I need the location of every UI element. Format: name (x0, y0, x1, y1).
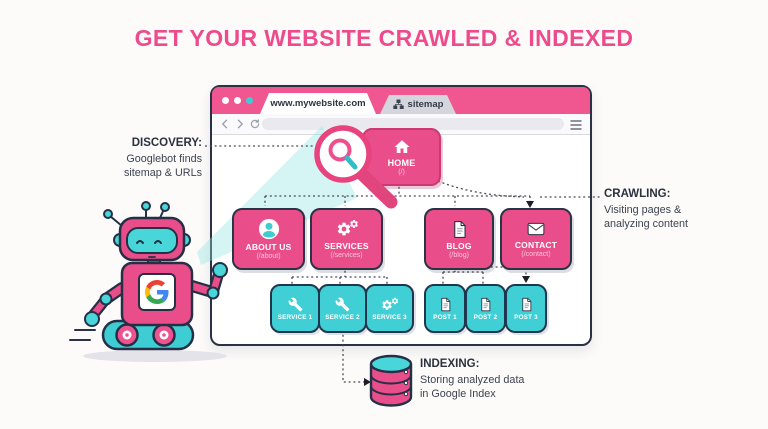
node-label: POST 2 (473, 313, 498, 321)
discovery-line1: Googlebot finds (126, 152, 202, 165)
node-label: HOME (387, 158, 416, 168)
window-dot-3[interactable] (246, 97, 253, 104)
back-icon[interactable] (219, 118, 231, 130)
google-g-logo (145, 280, 169, 304)
house-icon (393, 138, 411, 156)
crawling-line1: Visiting pages & (604, 203, 682, 216)
indexing-line2: in Google Index (420, 388, 496, 401)
node-label: SERVICES (324, 241, 369, 251)
tab-sitemap-label: sitemap (407, 99, 444, 110)
indexing-line1: Storing analyzed data (420, 373, 525, 386)
document-icon (519, 297, 534, 312)
discovery-line2: sitemap & URLs (123, 167, 202, 180)
crawling-line2: analyzing content (604, 218, 689, 231)
sitemap-node-post3[interactable]: POST 3 (505, 284, 547, 333)
window-dot-1[interactable] (222, 97, 229, 104)
sitemap-node-contact[interactable]: CONTACT (/contact) (500, 208, 572, 270)
node-label: CONTACT (514, 240, 558, 250)
database-icon (369, 354, 413, 407)
crawling-label: CRAWLING: Visiting pages & analyzing con… (604, 187, 744, 232)
node-label: POST 3 (514, 313, 538, 321)
tab-website-label: www.mywebsite.com (270, 98, 366, 109)
sitemap-node-service2[interactable]: SERVICE 2 (318, 284, 367, 333)
arrowheads (364, 201, 534, 386)
node-label: POST 1 (433, 313, 457, 321)
arrow-to-contact (526, 201, 534, 208)
node-label: SERVICE 2 (325, 313, 360, 321)
googlebot-robot (69, 201, 228, 362)
indexing-heading: INDEXING: (420, 358, 480, 370)
sitemap-node-blog[interactable]: BLOG (/blog) (424, 208, 494, 270)
node-label: SERVICE 1 (277, 313, 313, 321)
person-icon (258, 218, 280, 240)
sitemap-node-service3[interactable]: SERVICE 3 (365, 284, 414, 333)
forward-icon[interactable] (234, 118, 246, 130)
node-path: (/services) (330, 252, 363, 259)
refresh-icon[interactable] (249, 118, 261, 130)
document-icon (478, 297, 493, 312)
wrench-icon (335, 297, 350, 312)
discovery-heading: DISCOVERY: (131, 137, 202, 149)
tab-website[interactable]: www.mywebsite.com (260, 93, 376, 114)
node-path: (/about) (256, 253, 281, 260)
menu-icon[interactable] (570, 120, 582, 130)
sitemap-node-service1[interactable]: SERVICE 1 (270, 284, 320, 333)
page-title: GET YOUR WEBSITE CRAWLED & INDEXED (134, 25, 634, 51)
node-path: (/contact) (521, 251, 551, 258)
discovery-label: DISCOVERY: Googlebot finds sitemap & URL… (76, 136, 202, 181)
sitemap-node-services[interactable]: SERVICES (/services) (310, 208, 383, 270)
node-path: (/) (398, 169, 405, 176)
window-dot-2[interactable] (234, 97, 241, 104)
indexing-label: INDEXING: Storing analyzed data in Googl… (420, 357, 580, 402)
document-icon (438, 297, 453, 312)
node-label: BLOG (446, 240, 472, 251)
arrow-to-post3 (522, 276, 530, 283)
sitemap-node-post2[interactable]: POST 2 (465, 284, 506, 333)
sitemap-icon (393, 99, 404, 110)
sitemap-node-post1[interactable]: POST 1 (424, 284, 466, 333)
envelope-icon (526, 220, 546, 238)
node-label: SERVICE 3 (372, 313, 407, 321)
sitemap-node-home[interactable]: HOME (/) (362, 128, 441, 186)
arrow-to-index-db (364, 378, 371, 386)
wrench-icon (288, 297, 303, 312)
gears-icon (381, 297, 399, 312)
tab-sitemap[interactable]: sitemap (380, 95, 456, 114)
crawling-heading: CRAWLING: (604, 188, 671, 200)
node-label: ABOUT US (245, 242, 292, 252)
node-path: (/blog) (449, 251, 469, 259)
sitemap-node-about[interactable]: ABOUT US (/about) (232, 208, 305, 270)
browser-titlebar: www.mywebsite.com sitemap (212, 87, 590, 114)
document-icon (450, 220, 469, 239)
gears-icon (336, 219, 358, 239)
